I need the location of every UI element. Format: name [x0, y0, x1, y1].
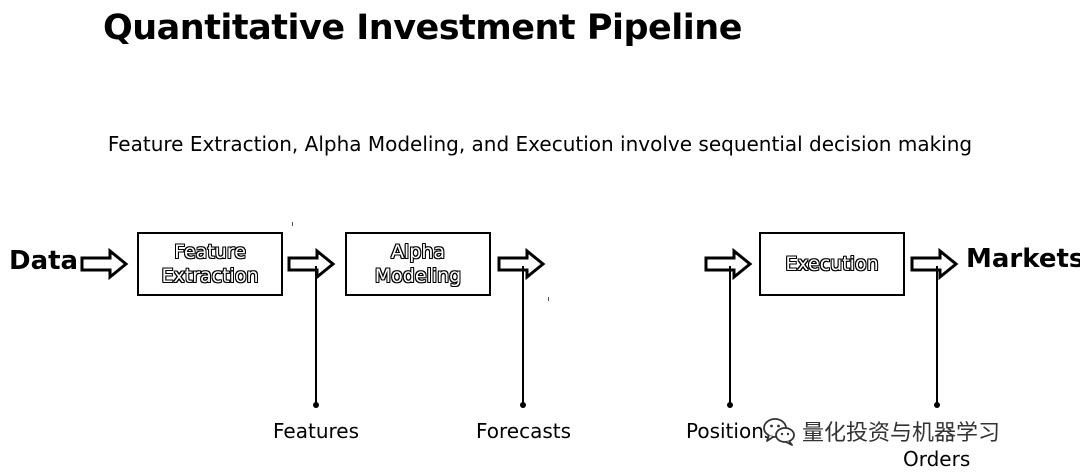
positions-label: Positions: [686, 419, 775, 443]
features-connector-end: [313, 402, 319, 408]
arrow-feature-to-alpha-icon: [287, 248, 336, 280]
tick-mark: [292, 222, 293, 226]
wechat-icon: [763, 418, 795, 446]
positions-connector-end: [727, 402, 733, 408]
forecasts-connector-end: [520, 402, 526, 408]
features-connector: [315, 266, 317, 406]
markets-label: Markets: [966, 244, 1080, 274]
watermark: 量化投资与机器学习: [762, 414, 1000, 448]
positions-connector: [729, 266, 731, 406]
feature-extraction-box: Feature Extraction: [137, 232, 283, 296]
watermark-text: 量化投资与机器学习: [802, 421, 1001, 446]
features-label: Features: [273, 419, 359, 443]
execution-label: Execution: [785, 253, 879, 275]
arrow-alpha-out-icon: [497, 248, 546, 280]
data-label: Data: [9, 246, 79, 276]
forecasts-connector: [522, 266, 524, 406]
alpha-modeling-box: Alpha Modeling: [345, 232, 491, 296]
orders-connector: [936, 266, 938, 406]
arrow-execution-to-markets-icon: [910, 248, 959, 280]
page-title: Quantitative Investment Pipeline: [103, 8, 742, 48]
subtitle: Feature Extraction, Alpha Modeling, and …: [107, 132, 973, 156]
arrow-positions-to-execution-icon: [704, 248, 753, 280]
orders-connector-end: [934, 402, 940, 408]
orders-label: Orders: [903, 447, 971, 471]
tick-mark: [548, 297, 549, 301]
forecasts-label: Forecasts: [476, 419, 572, 443]
alpha-modeling-label: Alpha Modeling: [374, 241, 462, 287]
feature-extraction-label: Feature Extraction: [161, 241, 259, 287]
arrow-data-to-feature-icon: [80, 248, 129, 280]
execution-box: Execution: [759, 232, 905, 296]
